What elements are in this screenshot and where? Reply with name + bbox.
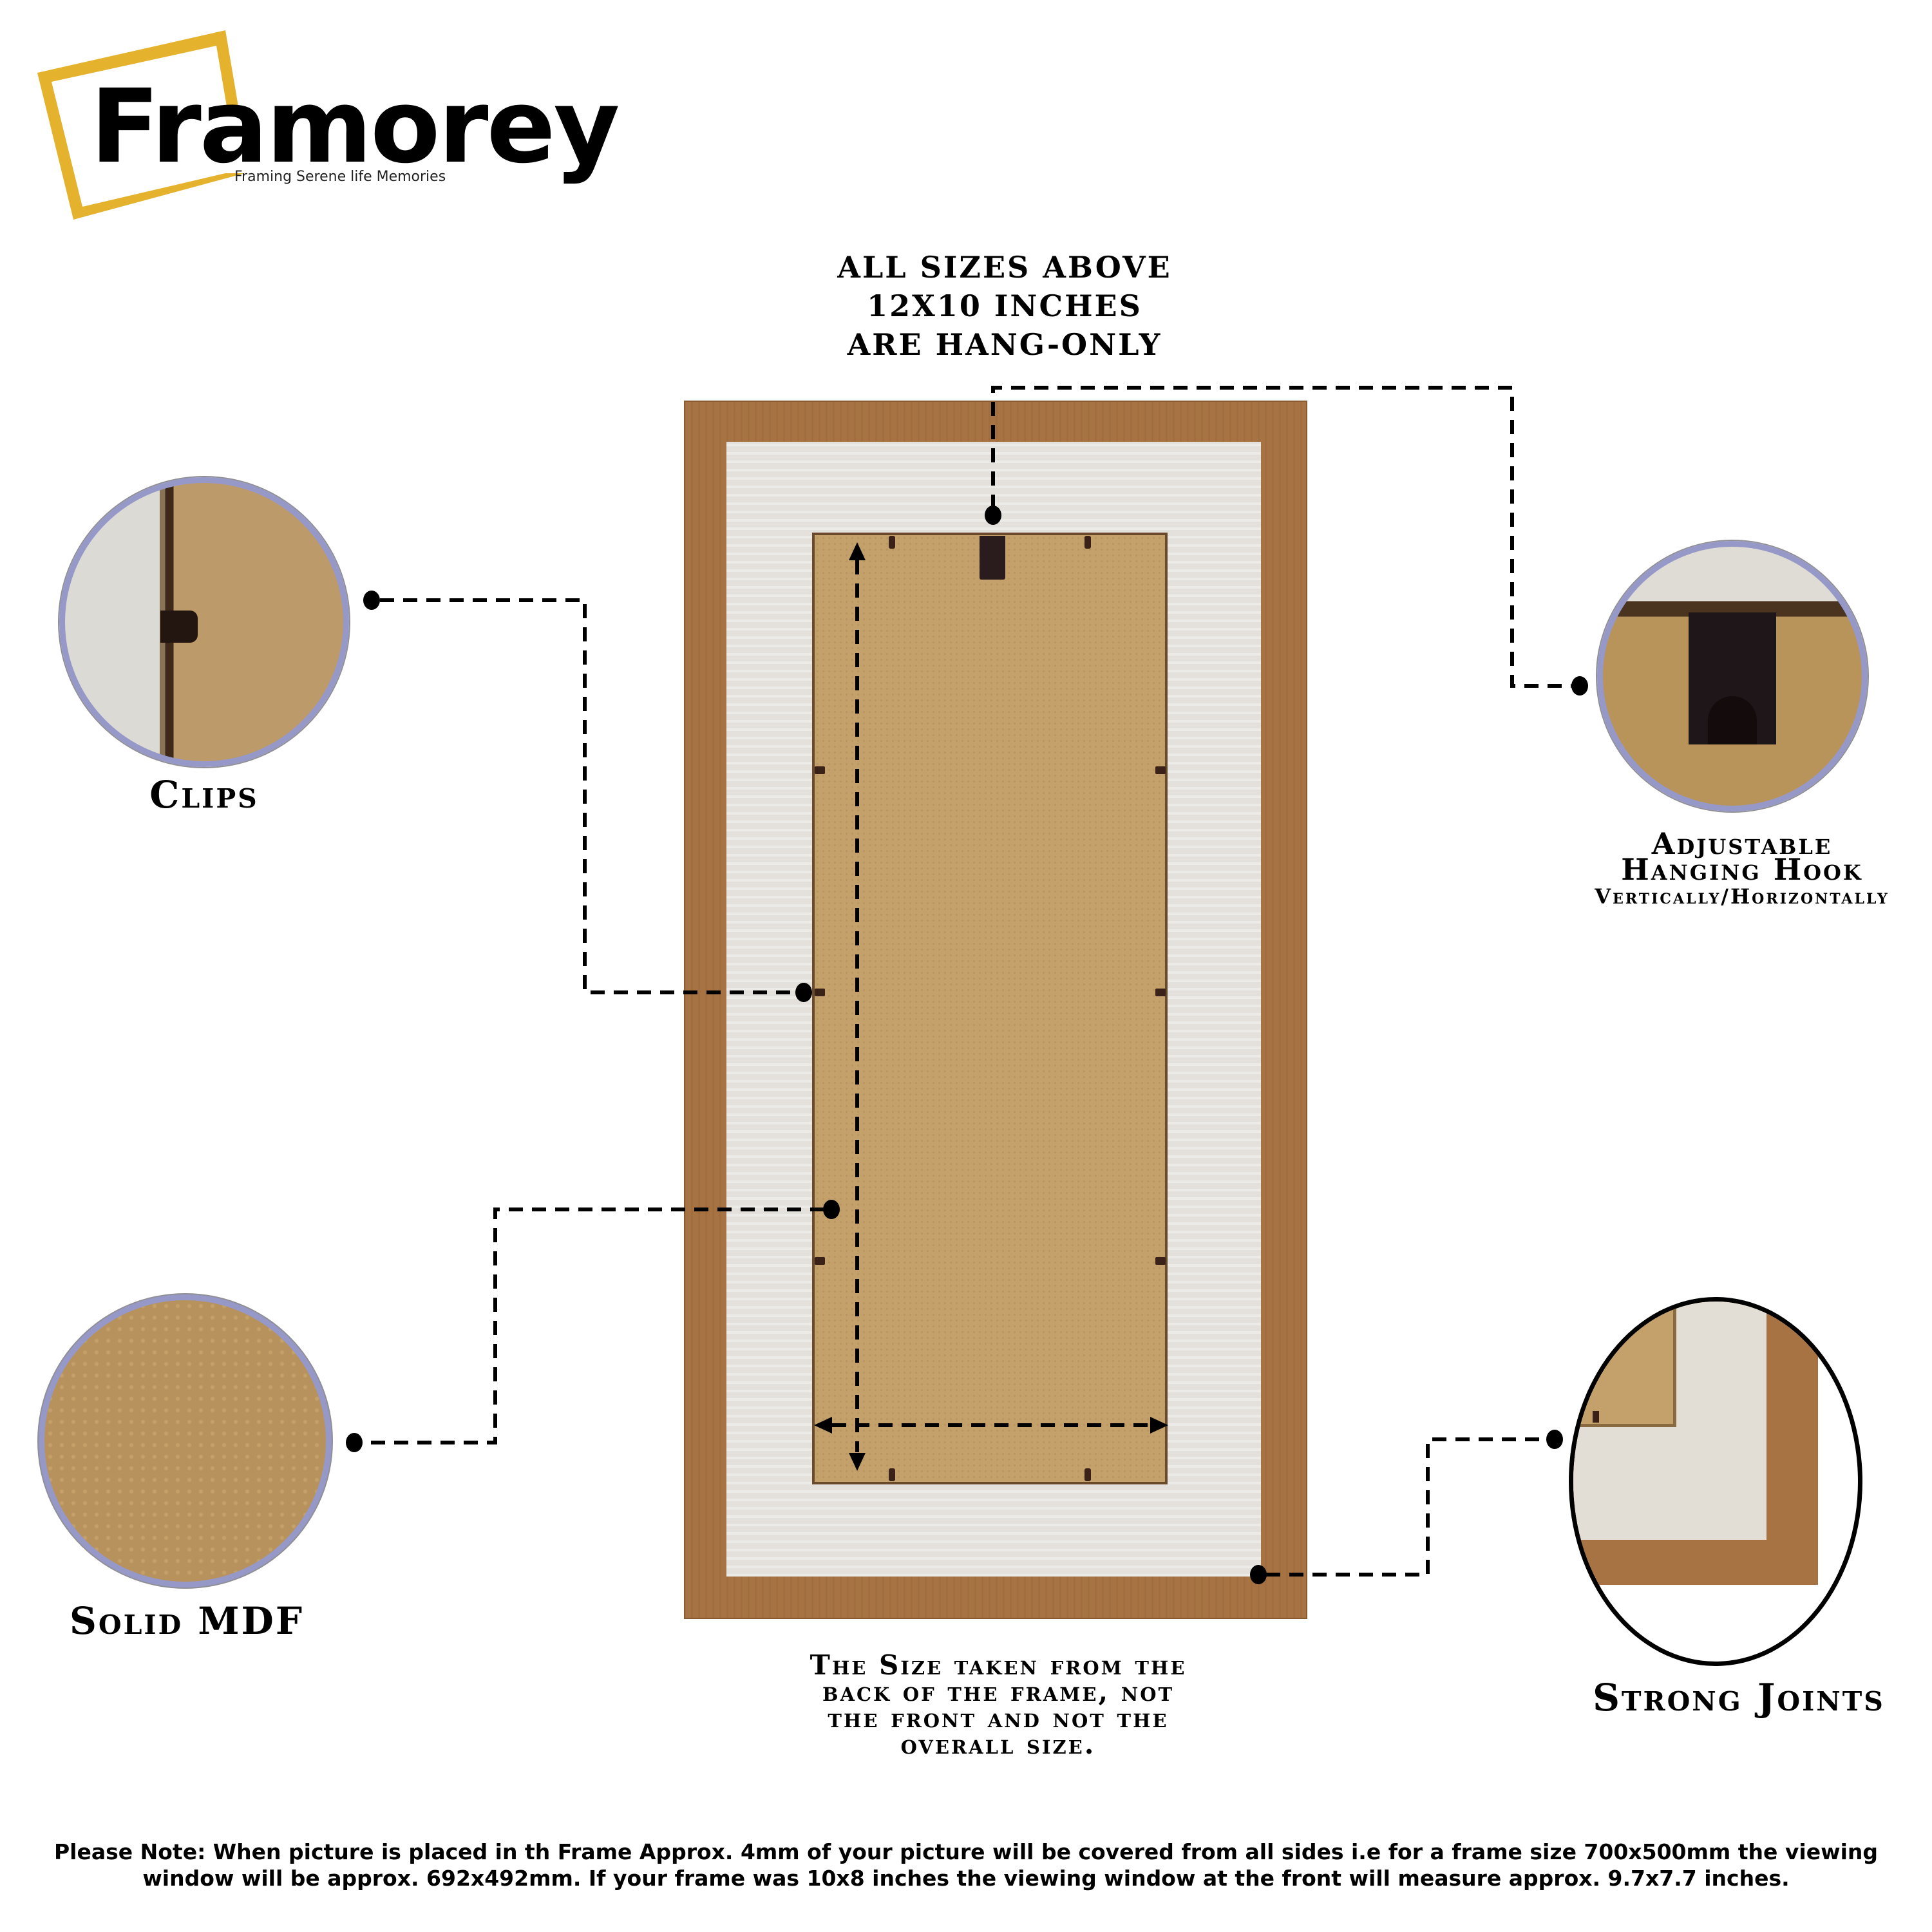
brand-tagline: Framing Serene life Memories	[234, 169, 446, 185]
clips-label: Clips	[149, 773, 259, 817]
footer-note-line2: window will be approx. 692x492mm. If you…	[142, 1866, 1790, 1891]
hang-only-notice: ALL SIZES ABOVE 12X10 INCHES ARE HANG-ON…	[760, 248, 1249, 364]
joints-label: Strong Joints	[1593, 1676, 1885, 1719]
clips-callout-dot	[363, 591, 380, 610]
clip-detail-image	[59, 477, 349, 767]
joint-mdf	[1573, 1302, 1676, 1427]
brand-name: Framorey	[90, 68, 620, 186]
clip-icon	[815, 1257, 825, 1265]
hanging-hook-icon	[1689, 612, 1776, 744]
hanging-hook-icon	[980, 536, 1005, 580]
clip-icon	[1593, 1411, 1599, 1423]
hanging-hook-detail-image	[1597, 541, 1868, 811]
mdf-backing-board	[812, 533, 1168, 1484]
size-measurement-note: The Size taken from the back of the fram…	[773, 1649, 1224, 1760]
size-note-line: back of the frame, not	[822, 1676, 1175, 1707]
notice-line: 12X10 INCHES	[867, 289, 1142, 323]
clip-icon	[1155, 989, 1166, 996]
viewing-window-note: Please Note: When picture is placed in t…	[0, 1839, 1932, 1891]
clip-icon	[1084, 536, 1091, 549]
size-note-line: overall size.	[900, 1728, 1096, 1760]
hook-callout-dot	[1571, 676, 1588, 696]
size-note-line: The Size taken from the	[810, 1649, 1187, 1681]
joints-callout-dot	[1546, 1430, 1563, 1449]
clip-icon	[889, 1468, 895, 1481]
hook-anchor-dot	[985, 506, 1001, 525]
notice-line: ALL SIZES ABOVE	[837, 250, 1172, 285]
clip-icon	[1084, 1468, 1091, 1481]
clip-icon	[815, 989, 825, 996]
clip-icon	[815, 766, 825, 774]
hook-label-line2: Hanging Hook	[1621, 852, 1863, 887]
mdf-label: Solid MDF	[69, 1599, 305, 1643]
notice-line: ARE HANG-ONLY	[847, 327, 1162, 362]
footer-note-line1: Please Note: When picture is placed in t…	[53, 1839, 1879, 1864]
hook-label: Adjustable Hanging Hook Vertically/Horiz…	[1539, 826, 1932, 911]
clip-icon	[1155, 1257, 1166, 1265]
mdf-texture-detail-image	[39, 1294, 332, 1587]
joints-anchor-dot	[1250, 1565, 1267, 1584]
clip-icon	[160, 611, 198, 643]
hook-label-line1: Adjustable	[1651, 826, 1833, 861]
mdf-anchor-dot	[823, 1200, 840, 1219]
size-note-line: the front and not the	[828, 1702, 1169, 1734]
clips-anchor-dot	[795, 983, 812, 1002]
corner-joint-detail-image	[1569, 1297, 1862, 1666]
clip-icon	[1155, 766, 1166, 774]
mdf-callout-dot	[346, 1433, 363, 1452]
clip-icon	[889, 536, 895, 549]
logo-frame-icon	[37, 30, 245, 220]
hook-sublabel: Vertically/Horizontally	[1595, 884, 1889, 909]
